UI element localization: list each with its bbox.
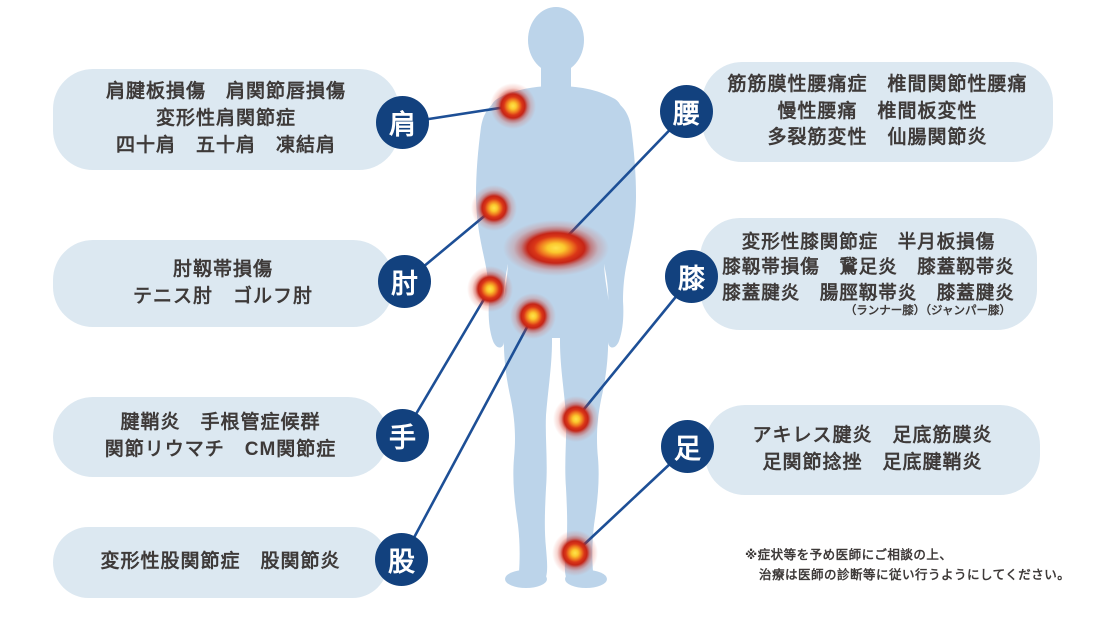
label-circle-foot: 足: [661, 420, 714, 473]
condition-line: 変形性股関節症 股関節炎: [100, 551, 341, 573]
pain-point-waist: [503, 220, 609, 276]
pain-point-elbow: [471, 185, 517, 231]
condition-line: 筋筋膜性腰痛症 椎間関節性腰痛: [727, 73, 1028, 95]
hip-conditions-box: 変形性股関節症 股関節炎: [53, 527, 388, 598]
condition-line: 四十肩 五十肩 凍結肩: [115, 134, 336, 156]
condition-line: 肩腱板損傷 肩関節唇損傷: [105, 81, 346, 103]
body-right-arm: [596, 100, 636, 348]
body-left-leg: [503, 330, 552, 585]
hand-conditions-box: 腱鞘炎 手根管症候群 関節リウマチ CM関節症: [53, 397, 388, 477]
disclaimer-note: ※症状等を予め医師にご相談の上、 治療は医師の診断等に従い行うようにしてください…: [745, 545, 1070, 585]
elbow-conditions-box: 肘靱帯損傷 テニス肘 ゴルフ肘: [53, 240, 393, 327]
condition-line: 足関節捻挫 足底腱鞘炎: [762, 452, 983, 473]
pain-point-knee: [553, 396, 599, 442]
condition-line: 変形性肩関節症: [155, 108, 296, 130]
shoulder-conditions-box: 肩腱板損傷 肩関節唇損傷 変形性肩関節症 四十肩 五十肩 凍結肩: [53, 69, 399, 170]
condition-line-small: （ランナー膝）（ジャンパー膝）: [844, 305, 1011, 318]
body-torso: [489, 86, 623, 338]
pain-point-hip: [510, 293, 556, 339]
pain-point-ankle: [552, 530, 598, 576]
waist-conditions-box: 筋筋膜性腰痛症 椎間関節性腰痛 慢性腰痛 椎間板変性 多裂筋変性 仙腸関節炎: [702, 62, 1053, 162]
label-circle-waist: 腰: [660, 85, 713, 138]
pain-point-shoulder: [490, 83, 536, 129]
condition-line: 変形性膝関節症 半月板損傷: [741, 230, 996, 252]
condition-line: 肘靱帯損傷: [172, 258, 273, 280]
condition-line: アキレス腱炎 足底筋膜炎: [752, 425, 993, 447]
label-circle-knee: 膝: [665, 250, 718, 303]
body-left-foot: [505, 570, 547, 588]
foot-conditions-box: アキレス腱炎 足底筋膜炎 足関節捻挫 足底腱鞘炎: [705, 405, 1040, 495]
condition-line: 多裂筋変性 仙腸関節炎: [767, 127, 988, 149]
condition-line: テニス肘 ゴルフ肘: [132, 285, 313, 307]
disclaimer-line-2: 治療は医師の診断等に従い行うようにしてください。: [759, 568, 1071, 582]
condition-line: 関節リウマチ CM関節症: [104, 439, 337, 460]
condition-line: 慢性腰痛 椎間板変性: [777, 100, 978, 122]
knee-conditions-box: 変形性膝関節症 半月板損傷 膝靱帯損傷 鵞足炎 膝蓋靱帯炎 膝蓋腱炎 腸脛靱帯炎…: [700, 218, 1037, 330]
label-circle-hip: 股: [375, 533, 428, 586]
pain-point-wrist: [467, 266, 513, 312]
condition-line: 腱鞘炎 手根管症候群: [120, 412, 321, 434]
label-circle-elbow: 肘: [378, 255, 431, 308]
condition-line: 膝靱帯損傷 鵞足炎 膝蓋靱帯炎: [722, 256, 1015, 278]
line-knee: [574, 276, 694, 420]
label-circle-hand: 手: [376, 409, 429, 462]
condition-line: 膝蓋腱炎 腸脛靱帯炎 膝蓋腱炎: [722, 281, 1015, 303]
line-hand: [401, 288, 492, 437]
label-circle-shoulder: 肩: [376, 96, 429, 149]
body-neck: [541, 55, 571, 89]
disclaimer-line-1: ※症状等を予め医師にご相談の上、: [745, 548, 953, 562]
line-hip: [400, 315, 535, 561]
